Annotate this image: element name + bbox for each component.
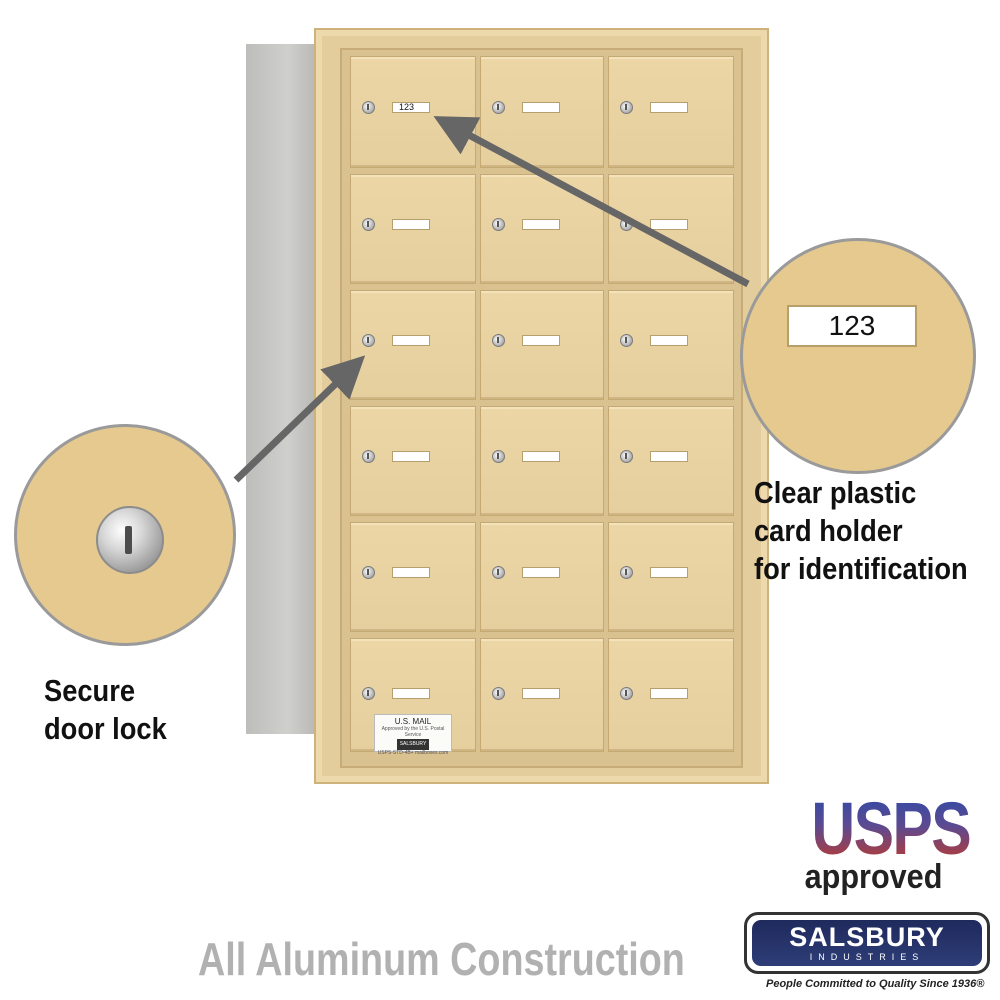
card-holder-slot: [522, 451, 560, 462]
us-mail-approval-text: Approved by the U.S. Postal Service: [381, 726, 445, 738]
card-holder-slot: [392, 451, 430, 462]
lock-icon: [96, 506, 164, 574]
salsbury-name: SALSBURY: [789, 922, 945, 952]
salsbury-logo-plate: SALSBURY INDUSTRIES: [752, 920, 982, 966]
salsbury-logo: SALSBURY INDUSTRIES: [744, 912, 990, 974]
door-lock-icon: [492, 101, 505, 114]
card-holder-caption-line-2: card holder: [754, 513, 903, 548]
door-lock-icon: [620, 450, 633, 463]
door-lock-icon: [620, 566, 633, 579]
card-holder-zoom-label: 123: [787, 305, 917, 347]
lock-zoom-circle: [14, 424, 236, 646]
card-holder-slot: [522, 219, 560, 230]
card-holder-slot: [522, 335, 560, 346]
us-mail-website: mailboxes.com: [415, 750, 449, 756]
card-holder-caption-line-3: for identification: [754, 551, 968, 586]
mailbox-door[interactable]: [480, 56, 604, 168]
mailbox-door[interactable]: [608, 290, 734, 400]
door-lock-icon: [492, 334, 505, 347]
card-holder-caption: Clear plastic card holder for identifica…: [754, 474, 968, 588]
lock-caption-line-2: door lock: [44, 711, 167, 746]
card-holder-slot: [650, 567, 688, 578]
card-holder-slot: [650, 688, 688, 699]
card-holder-slot: [522, 567, 560, 578]
door-lock-icon: [492, 450, 505, 463]
us-mail-model: USPS-STD-4B+ mailboxes.com: [375, 750, 451, 756]
mailbox-door[interactable]: [608, 56, 734, 168]
mailbox-door[interactable]: [350, 290, 476, 400]
door-lock-icon: [362, 218, 375, 231]
mailbox-door[interactable]: [480, 638, 604, 752]
card-holder-slot: [650, 451, 688, 462]
usps-word: USPS: [811, 787, 971, 870]
mailbox-door[interactable]: [350, 406, 476, 516]
mailbox-door[interactable]: [608, 638, 734, 752]
door-lock-icon: [362, 450, 375, 463]
card-holder-slot: [650, 102, 688, 113]
card-holder-slot: [392, 567, 430, 578]
mailbox-door[interactable]: [480, 522, 604, 632]
mailbox-door[interactable]: [480, 290, 604, 400]
door-lock-icon: [620, 101, 633, 114]
us-mail-brand: SALSBURY: [396, 739, 430, 750]
door-lock-icon: [492, 566, 505, 579]
door-lock-icon: [492, 218, 505, 231]
salsbury-industries: INDUSTRIES: [809, 952, 925, 962]
us-mail-label: U.S. MAIL Approved by the U.S. Postal Se…: [374, 714, 452, 756]
mailbox-door[interactable]: [350, 522, 476, 632]
mailbox-door[interactable]: [608, 174, 734, 284]
card-holder-slot: [392, 219, 430, 230]
usps-approved-text: approved: [805, 858, 943, 896]
door-lock-icon: [362, 566, 375, 579]
door-lock-icon: [362, 101, 375, 114]
door-lock-icon: [362, 334, 375, 347]
mailbox-door[interactable]: [608, 522, 734, 632]
us-mail-model-code: USPS-STD-4B+: [377, 750, 414, 756]
cabinet-side-panel: [246, 44, 322, 734]
mailbox-door[interactable]: 123: [350, 56, 476, 168]
construction-text: All Aluminum Construction: [198, 933, 685, 985]
door-lock-icon: [620, 218, 633, 231]
card-holder-caption-line-1: Clear plastic: [754, 475, 917, 510]
card-holder-slot: [650, 219, 688, 230]
us-mail-title: U.S. MAIL: [394, 717, 432, 726]
card-holder-slot: [650, 335, 688, 346]
mailbox-door[interactable]: [350, 174, 476, 284]
door-lock-icon: [362, 687, 375, 700]
card-holder-slot: [392, 688, 430, 699]
card-holder-slot: [392, 335, 430, 346]
door-lock-icon: [620, 687, 633, 700]
card-holder-slot: 123: [392, 102, 430, 113]
usps-approved-logo: USPS approved: [794, 792, 972, 896]
brand-tagline: People Committed to Quality Since 1936®: [766, 978, 985, 990]
lock-caption: Secure door lock: [44, 672, 167, 748]
card-holder-slot: [522, 102, 560, 113]
card-holder-slot: [522, 688, 560, 699]
lock-caption-line-1: Secure: [44, 673, 135, 708]
mailbox-door[interactable]: [608, 406, 734, 516]
mailbox-door[interactable]: [480, 174, 604, 284]
door-lock-icon: [620, 334, 633, 347]
door-lock-icon: [492, 687, 505, 700]
mailbox-door[interactable]: [480, 406, 604, 516]
card-holder-zoom-circle: 123: [740, 238, 976, 474]
